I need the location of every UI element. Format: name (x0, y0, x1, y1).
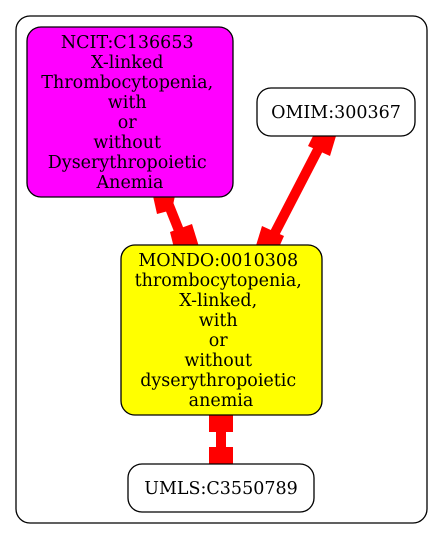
node-mondo-line: dyserythropoietic (140, 371, 296, 391)
node-ncit-line: NCIT:C136653 (61, 33, 194, 53)
node-ncit-line: or (118, 113, 138, 133)
node-mondo-line: anemia (189, 391, 254, 411)
node-mondo-box (120, 244, 323, 416)
node-ncit-line: Thrombocytopenia, (41, 73, 213, 93)
node-mondo-line: without (184, 351, 252, 371)
edge-omim-mondo (254, 126, 336, 254)
node-ncit-line: Anemia (96, 173, 164, 193)
node-ncit-line: with (108, 93, 147, 113)
node-umls-label: UMLS:C3550789 (144, 479, 298, 499)
node-ncit[interactable]: NCIT:C136653 X-linked Thrombocytopenia, … (26, 26, 234, 198)
node-mondo-line: or (209, 331, 229, 351)
node-ncit-line: Dyserythropoietic (48, 153, 207, 173)
node-mondo-line: thrombocytopenia, (135, 271, 302, 291)
node-omim[interactable]: OMIM:300367 (256, 87, 416, 137)
node-mondo-label: MONDO:0010308 thrombocytopenia, X-linked… (135, 251, 308, 411)
node-omim-box (256, 87, 416, 137)
node-mondo-line: with (199, 311, 238, 331)
node-umls[interactable]: UMLS:C3550789 (127, 463, 315, 513)
node-omim-line: OMIM:300367 (271, 103, 401, 123)
node-omim-label: OMIM:300367 (271, 103, 401, 123)
node-ncit-box (26, 26, 234, 198)
cluster-boundary (15, 15, 428, 524)
node-ncit-label: NCIT:C136653 X-linked Thrombocytopenia, … (41, 33, 218, 193)
node-umls-line: UMLS:C3550789 (144, 479, 298, 499)
node-mondo-line: X-linked, (179, 291, 257, 311)
edge-mondo-umls (209, 410, 233, 469)
node-mondo[interactable]: MONDO:0010308 thrombocytopenia, X-linked… (120, 244, 323, 416)
node-mondo-line: MONDO:0010308 (138, 251, 298, 271)
node-umls-box (127, 463, 315, 513)
edge-omim-mondo-line (261, 135, 329, 253)
node-ncit-line: X-linked (91, 53, 163, 73)
node-ncit-line: without (93, 133, 161, 153)
